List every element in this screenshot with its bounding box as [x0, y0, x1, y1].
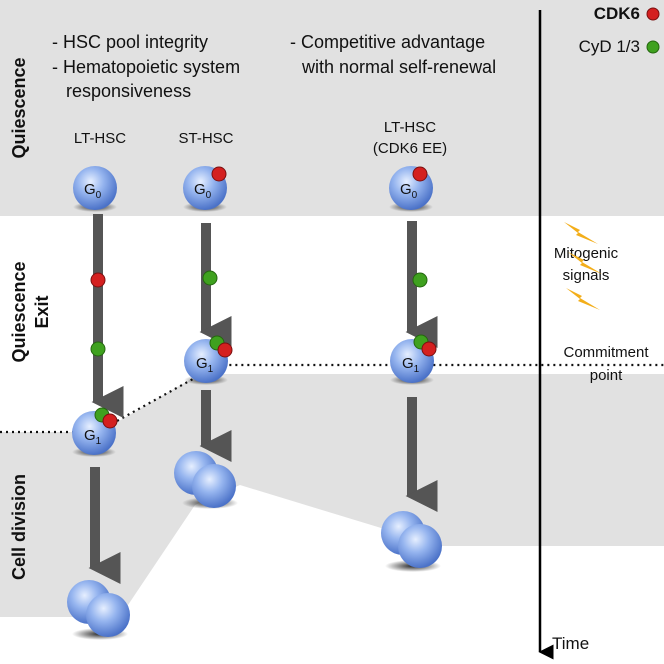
legend-cdk6-dot — [646, 7, 660, 21]
dividing-cell-ee — [381, 511, 442, 572]
cell-division-band — [0, 374, 664, 617]
lightning-icon-bottom — [566, 288, 600, 310]
cell-phase-label: G1 — [84, 427, 102, 447]
cdk6-marker — [421, 341, 437, 357]
note-self-renewal: with normal self-renewal — [301, 57, 496, 77]
legend-cdk6-label: CDK6 — [594, 4, 640, 23]
cell-lt-hsc-g0: G0 — [73, 166, 117, 212]
commitment-label-2: point — [590, 367, 623, 384]
cell-phase-label: G0 — [194, 181, 212, 201]
cell-phase-label: G0 — [400, 181, 418, 201]
note-hematopoietic: - Hematopoietic system — [52, 57, 240, 77]
dividing-cell-lt-hsc — [67, 580, 130, 640]
note-competitive: - Competitive advantage — [290, 32, 485, 52]
column-lt-hsc-ee-1: LT-HSC — [384, 119, 436, 136]
note-responsiveness: responsiveness — [66, 81, 191, 101]
mitogenic-label-1: Mitogenic — [554, 245, 619, 262]
cdk6-marker — [211, 166, 227, 182]
cyd-marker — [412, 272, 428, 288]
cell-ee-g1: G1 — [390, 334, 437, 385]
cell-phase-label: G1 — [402, 355, 420, 375]
cdk6-marker — [90, 272, 106, 288]
cdk6-marker — [217, 342, 233, 358]
cdk6-marker — [102, 413, 118, 429]
cyd-marker — [202, 270, 218, 286]
cell-phase-label: G0 — [84, 181, 102, 201]
cell-st-hsc-g0: G0 — [183, 166, 227, 212]
cell-phase-label: G1 — [196, 355, 214, 375]
cell-ee-g0: G0 — [389, 166, 433, 212]
commitment-label-1: Commitment — [563, 344, 649, 361]
phase-label-quiescence-exit-1: Quiescence — [9, 261, 29, 362]
dividing-cell-st-hsc — [174, 451, 238, 509]
cyd-marker — [90, 341, 106, 357]
legend-cyd-dot — [646, 40, 660, 54]
mitogenic-label-2: signals — [563, 267, 610, 284]
lightning-icon-middle — [568, 252, 602, 274]
column-lt-hsc: LT-HSC — [74, 130, 126, 147]
cell-lt-hsc-g1: G1 — [72, 407, 118, 457]
column-st-hsc: ST-HSC — [178, 130, 233, 147]
phase-label-cell-division: Cell division — [9, 474, 29, 580]
cell-st-hsc-g1: G1 — [184, 335, 233, 385]
phase-label-quiescence: Quiescence — [9, 57, 29, 158]
column-lt-hsc-ee-2: (CDK6 EE) — [373, 140, 447, 157]
time-label: Time — [552, 634, 589, 653]
note-hsc-pool: - HSC pool integrity — [52, 32, 208, 52]
lightning-icon-top — [564, 222, 598, 244]
cdk6-marker — [412, 166, 428, 182]
legend-cyd-label: CyD 1/3 — [579, 37, 640, 56]
phase-label-quiescence-exit-2: Exit — [32, 295, 52, 328]
